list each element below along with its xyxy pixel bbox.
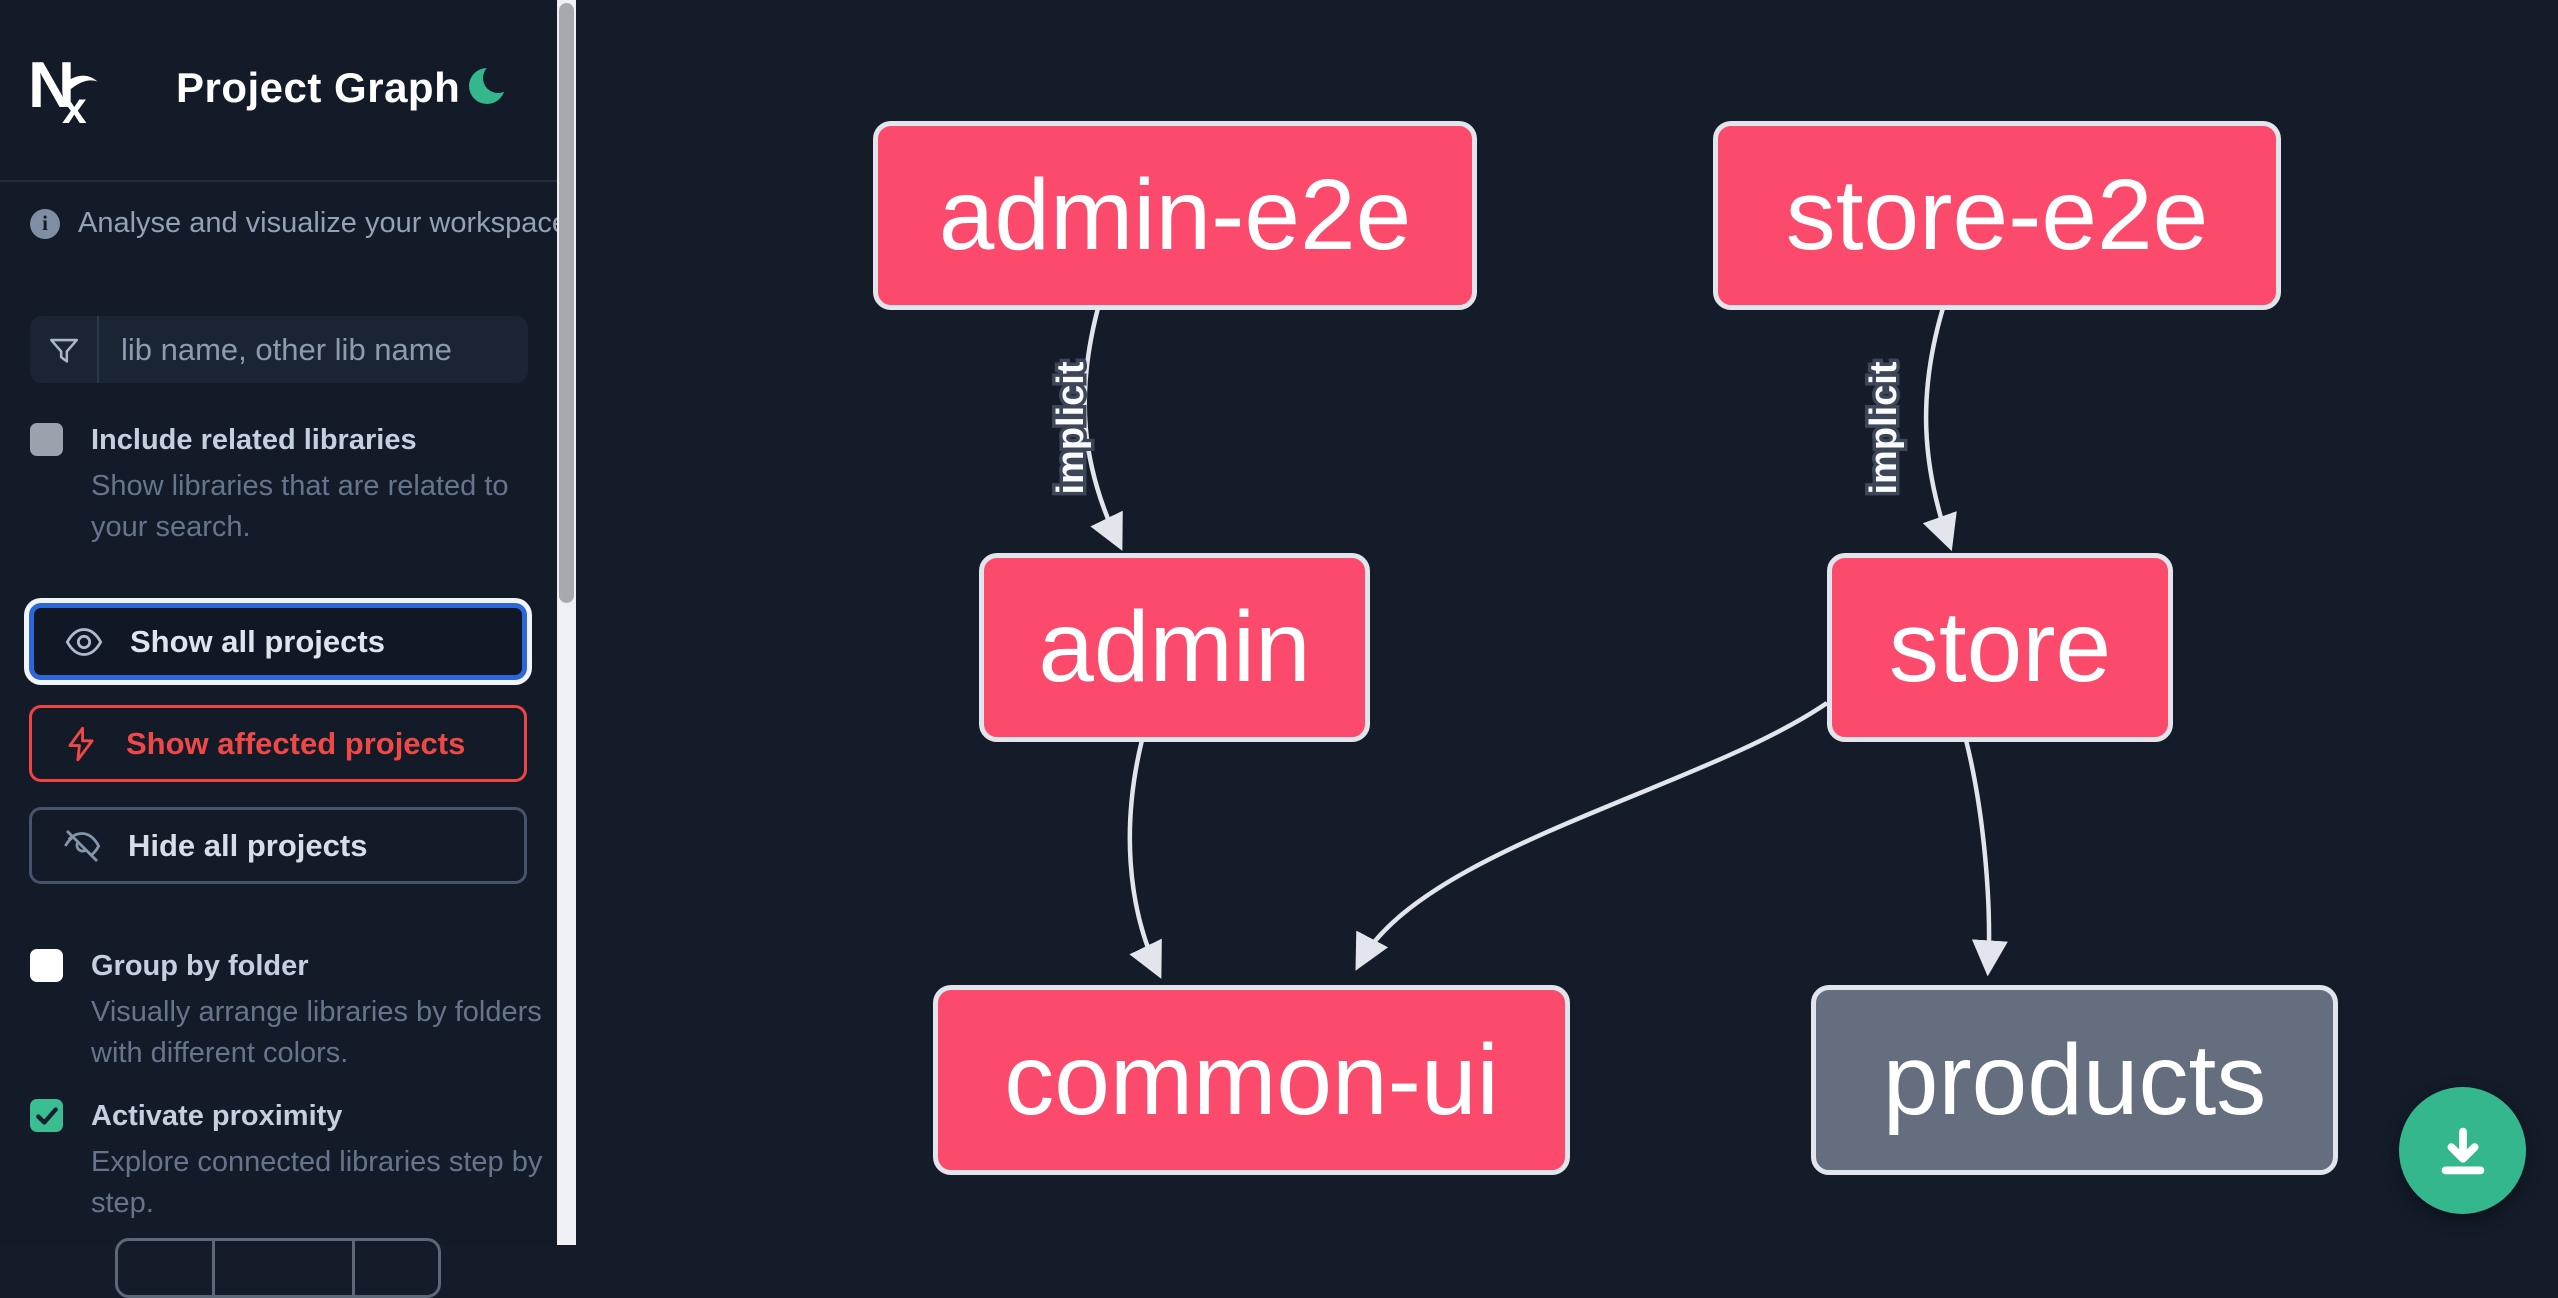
option-description: Show libraries that are related to your … xyxy=(91,470,509,543)
edge-label-implicit[interactable]: implicit xyxy=(1047,358,1096,498)
theme-toggle-button[interactable] xyxy=(466,63,513,108)
option-group-by-folder[interactable]: Group by folder Visually arrange librari… xyxy=(30,946,542,1074)
funnel-icon xyxy=(30,316,99,383)
bolt-icon xyxy=(68,726,94,761)
graph-node-admin-e2e[interactable]: admin-e2e xyxy=(873,121,1477,310)
proximity-stepper[interactable] xyxy=(115,1238,441,1298)
svg-text:N: N xyxy=(28,52,75,121)
search-input[interactable] xyxy=(99,316,528,383)
edge-admin-common-ui[interactable] xyxy=(1127,739,1162,979)
download-graph-button[interactable] xyxy=(2399,1087,2526,1214)
checkbox-include-related[interactable] xyxy=(30,423,63,456)
eye-slash-icon xyxy=(64,829,101,862)
checkbox-activate-proximity[interactable] xyxy=(30,1099,63,1132)
stepper-increment[interactable] xyxy=(352,1241,438,1295)
download-icon xyxy=(2441,1127,2484,1174)
edge-label-implicit[interactable]: implicit xyxy=(1860,358,1909,498)
edge-store-products[interactable] xyxy=(1963,739,2008,977)
option-label: Include related libraries xyxy=(91,424,417,456)
graph-node-common-ui[interactable]: common-ui xyxy=(933,985,1570,1175)
option-label: Group by folder xyxy=(91,950,309,982)
svg-text:x: x xyxy=(62,84,87,126)
graph-node-store[interactable]: store xyxy=(1827,553,2173,742)
sidebar-header: N x Project Graph xyxy=(0,0,557,182)
option-description: Explore connected libraries step by step… xyxy=(91,1146,543,1219)
page-title: Project Graph xyxy=(176,64,461,111)
nx-logo: N x xyxy=(28,52,98,126)
edges-layer: implicit implicit xyxy=(1047,307,2008,979)
option-label: Activate proximity xyxy=(91,1100,343,1132)
graph-node-store-e2e[interactable]: store-e2e xyxy=(1713,121,2281,310)
edge-store-e2e-store[interactable] xyxy=(1922,307,1957,552)
scrollbar-thumb[interactable] xyxy=(559,3,574,603)
sidebar: N x Project Graph i Analyse and visualiz… xyxy=(0,0,576,1298)
stepper-value xyxy=(212,1241,352,1295)
hide-all-projects-button[interactable]: Hide all projects xyxy=(29,807,527,884)
moon-icon xyxy=(469,63,513,104)
tagline-text: Analyse and visualize your workspace. xyxy=(78,207,577,239)
edge-store-common-ui[interactable] xyxy=(1355,701,1829,971)
search-box[interactable] xyxy=(30,316,528,383)
workspace-tagline: i Analyse and visualize your workspace. xyxy=(30,207,576,240)
checkbox-group-by-folder[interactable] xyxy=(30,949,63,982)
option-include-related-libraries[interactable]: Include related libraries Show libraries… xyxy=(30,420,530,548)
sidebar-scrollbar[interactable] xyxy=(557,0,576,1245)
graph-canvas[interactable]: implicit implicit admin-e2e store-e2e ad… xyxy=(576,0,2558,1245)
graph-node-products[interactable]: products xyxy=(1811,985,2338,1175)
option-description: Visually arrange libraries by folders wi… xyxy=(91,996,542,1069)
option-activate-proximity[interactable]: Activate proximity Explore connected lib… xyxy=(30,1096,542,1224)
show-all-projects-button[interactable]: Show all projects xyxy=(29,603,527,680)
stepper-decrement[interactable] xyxy=(118,1241,212,1295)
edge-admin-e2e-admin[interactable] xyxy=(1082,307,1123,551)
graph-node-admin[interactable]: admin xyxy=(979,553,1370,742)
check-icon xyxy=(35,1106,58,1125)
info-icon: i xyxy=(30,208,60,239)
show-affected-projects-button[interactable]: Show affected projects xyxy=(29,705,527,782)
eye-icon xyxy=(65,627,103,656)
